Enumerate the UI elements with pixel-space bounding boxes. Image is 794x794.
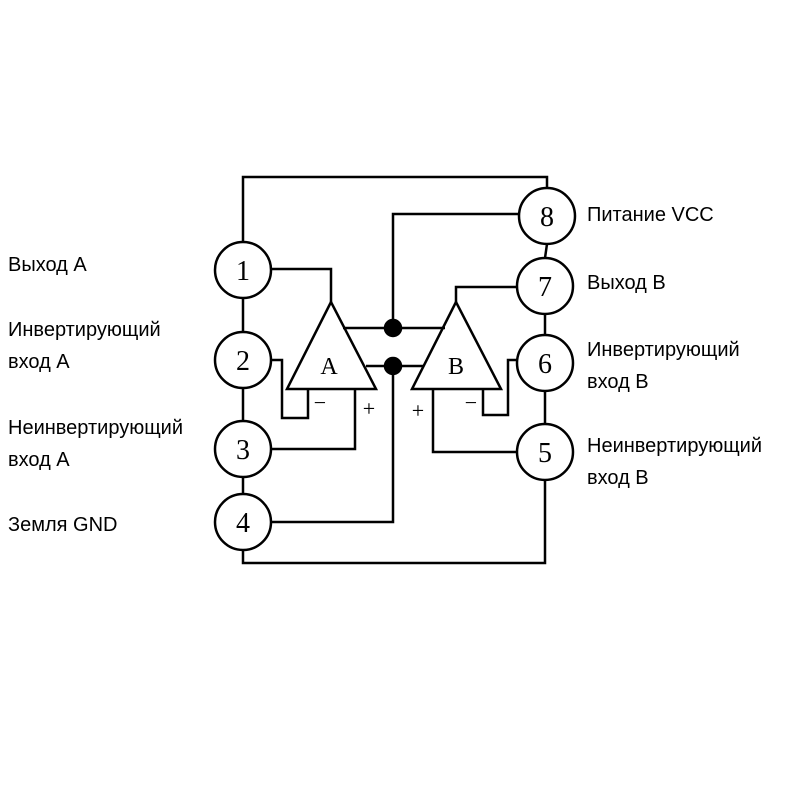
pin-6-label-line: вход В (587, 371, 649, 393)
amp-b-plus-sign: + (412, 398, 424, 423)
pin-6-number: 6 (538, 349, 552, 380)
pin-7-label: Выход В (587, 267, 666, 299)
amplifier-b-label: B (448, 354, 464, 380)
pin-5-label-line: вход В (587, 467, 649, 489)
amp-b-minus-sign: − (465, 390, 477, 415)
pin-5-label: Неинвертирующий вход В (587, 430, 762, 494)
pin-6-label: Инвертирующий вход В (587, 334, 740, 398)
amp-a-minus-sign: − (314, 390, 326, 415)
pin-circles (213, 186, 577, 552)
pin-3-label-line: Неинвертирующий (8, 417, 184, 439)
pin-1-label: Выход А (8, 249, 87, 281)
pin-8-label-line: Питание VCC (587, 204, 714, 226)
pin-2-label-line: Инвертирующий (8, 319, 161, 341)
pin-7-number: 7 (538, 272, 552, 303)
pin-7-label-line: Выход В (587, 272, 666, 294)
amplifier-a-triangle (284, 299, 379, 391)
pin-5-label-line: Неинвертирующий (587, 435, 763, 457)
pin-1-number: 1 (236, 256, 250, 287)
pin-8-number: 8 (540, 202, 554, 233)
junction-dot (383, 318, 403, 338)
pin-2-label: Инвертирующий вход А (8, 314, 161, 378)
amplifier-b-triangle (409, 299, 504, 391)
package-outline (241, 175, 549, 565)
pin-3-number: 3 (236, 435, 250, 466)
pin-6-label-line: Инвертирующий (587, 339, 740, 361)
pin-5-number: 5 (538, 438, 552, 469)
junction-dot (383, 356, 403, 376)
pin-4-number: 4 (236, 508, 250, 539)
amplifier-a-label: A (320, 354, 338, 380)
pin-2-label-line: вход А (8, 351, 70, 373)
pin-1-label-line: Выход А (8, 254, 87, 276)
pin-4-label-line: Земля GND (8, 514, 118, 536)
pin-4-label: Земля GND (8, 509, 117, 541)
pin-3-label-line: вход А (8, 449, 70, 471)
amp-a-plus-sign: + (363, 396, 375, 421)
pin-8-label: Питание VCC (587, 199, 714, 231)
pin-3-label: Неинвертирующий вход А (8, 412, 183, 476)
pin-2-number: 2 (236, 346, 250, 377)
